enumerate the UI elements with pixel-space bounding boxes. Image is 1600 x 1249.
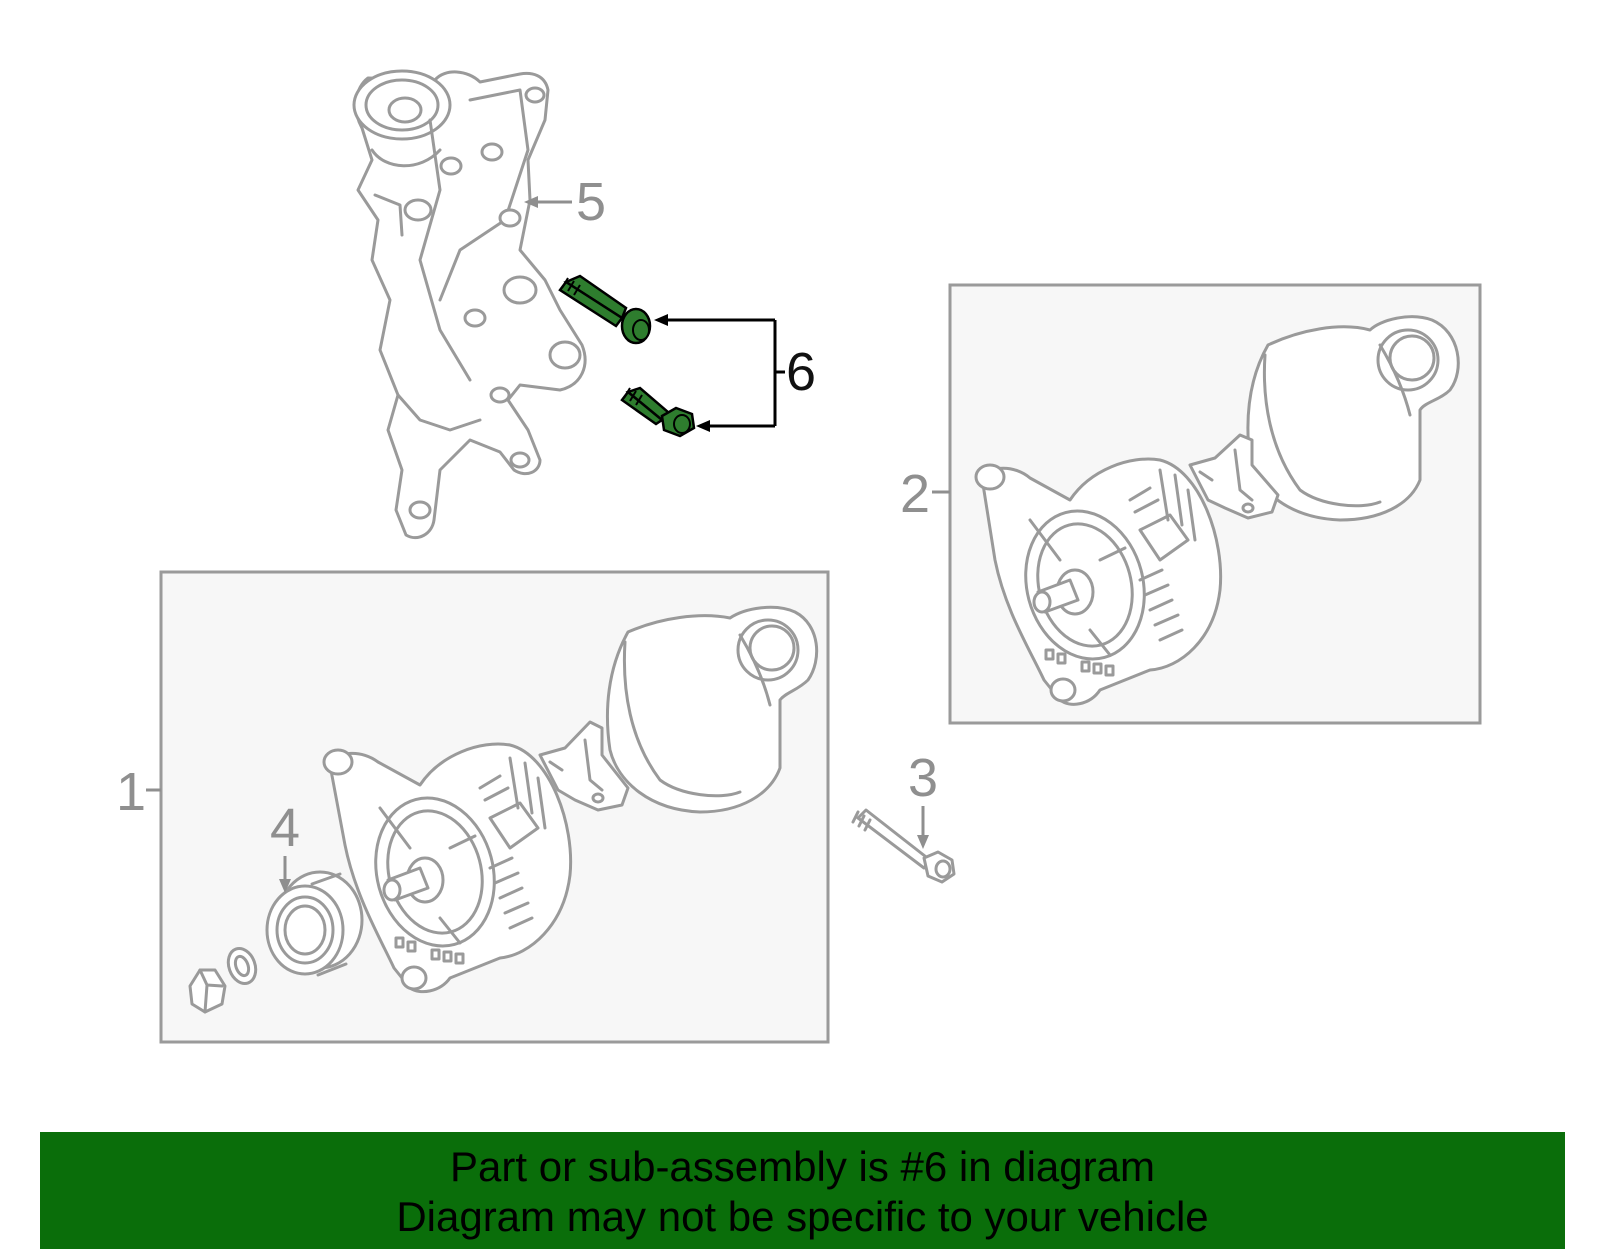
- banner-line-1: Part or sub-assembly is #6 in diagram: [450, 1143, 1155, 1190]
- callout-1-label: 1: [116, 762, 146, 822]
- callout-5-label: 5: [576, 172, 606, 232]
- alternator-assembly-box-2[interactable]: [948, 283, 1482, 725]
- callout-2-label: 2: [900, 464, 930, 524]
- mounting-bracket[interactable]: [352, 69, 587, 540]
- callout-4-label: 4: [270, 798, 300, 858]
- banner-line-2: Diagram may not be specific to your vehi…: [396, 1193, 1209, 1240]
- callout-3-label: 3: [908, 748, 938, 808]
- nut[interactable]: [188, 968, 227, 1014]
- mounting-bolt[interactable]: [851, 808, 956, 884]
- pulley[interactable]: [265, 870, 364, 977]
- callout-6-label: 6: [786, 342, 816, 402]
- callout-1: 1: [116, 762, 161, 822]
- alternator-assembly-box-1[interactable]: [159, 570, 830, 1044]
- callout-4: 4: [270, 798, 300, 893]
- callout-6: 6: [654, 314, 816, 432]
- bolt-upper[interactable]: [558, 274, 652, 345]
- washer[interactable]: [224, 945, 261, 988]
- callout-3: 3: [908, 748, 938, 849]
- callout-5: 5: [524, 172, 606, 232]
- bolt-lower[interactable]: [620, 386, 696, 438]
- info-banner: Part or sub-assembly is #6 in diagram Di…: [40, 1132, 1565, 1249]
- callout-2: 2: [900, 464, 950, 524]
